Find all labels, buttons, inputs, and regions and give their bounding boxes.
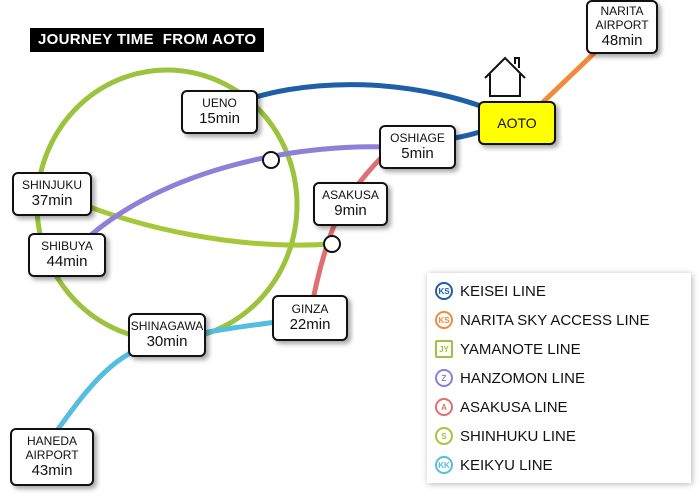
- station-ginza[interactable]: GINZA 22min: [272, 295, 348, 341]
- legend-item: Z HANZOMON LINE: [435, 367, 585, 389]
- legend-label: SHINHUKU LINE: [460, 427, 576, 445]
- station-name: UENO: [202, 96, 237, 110]
- keisei-line: [223, 82, 517, 123]
- legend-item: A ASAKUSA LINE: [435, 396, 568, 418]
- legend-item: JY YAMANOTE LINE: [435, 338, 581, 360]
- transfer-circle: [323, 235, 341, 253]
- hanzomon-line: [70, 144, 408, 255]
- legend-label: ASAKUSA LINE: [460, 398, 568, 416]
- legend-item: KK KEIKYU LINE: [435, 454, 553, 476]
- station-name: ASAKUSA: [322, 188, 379, 202]
- station-asakusa[interactable]: ASAKUSA 9min: [313, 182, 388, 226]
- legend-label: HANZOMON LINE: [460, 369, 586, 387]
- station-name: SHINJUKU: [21, 178, 82, 192]
- station-name: GINZA: [291, 302, 329, 316]
- station-name-line1: HANEDA: [26, 434, 77, 448]
- station-name-line2: AIRPORT: [25, 448, 79, 462]
- line-badge-icon: A: [435, 398, 453, 416]
- legend-label: KEISEI LINE: [460, 282, 546, 300]
- station-time: 30min: [146, 333, 188, 350]
- house-icon: [484, 56, 526, 97]
- station-time: 15min: [199, 110, 240, 127]
- line-badge-icon: KS: [435, 311, 453, 329]
- station-shinagawa[interactable]: SHINAGAWA 30min: [128, 313, 206, 357]
- station-name: SHINAGAWA: [130, 319, 204, 333]
- station-time: 22min: [289, 316, 331, 333]
- page-title: JOURNEY TIME FROM AOTO: [30, 28, 265, 52]
- station-haneda-airport[interactable]: HANEDA AIRPORT 43min: [10, 428, 94, 486]
- legend-item: S SHINHUKU LINE: [435, 425, 576, 447]
- station-oshiage[interactable]: OSHIAGE 5min: [379, 125, 456, 169]
- station-time: 48min: [601, 32, 643, 49]
- station-name: SHIBUYA: [41, 239, 93, 253]
- station-time: 37min: [31, 192, 73, 209]
- transfer-circle: [262, 151, 280, 169]
- station-time: 9min: [334, 202, 367, 219]
- station-ueno[interactable]: UENO 15min: [181, 90, 258, 134]
- station-time: 43min: [31, 462, 73, 479]
- station-shibuya[interactable]: SHIBUYA 44min: [28, 233, 106, 277]
- legend-item: KS KEISEI LINE: [435, 280, 546, 302]
- legend: KS KEISEI LINE KS NARITA SKY ACCESS LINE…: [427, 273, 691, 483]
- legend-label: NARITA SKY ACCESS LINE: [460, 311, 650, 329]
- line-badge-icon: JY: [435, 340, 453, 358]
- station-narita-airport[interactable]: NARITA AIRPORT 48min: [586, 0, 658, 54]
- station-time: 44min: [46, 253, 88, 270]
- station-name: AOTO: [497, 115, 537, 131]
- line-badge-icon: S: [435, 427, 453, 445]
- station-name-line2: AIRPORT: [595, 18, 649, 32]
- legend-label: YAMANOTE LINE: [460, 340, 581, 358]
- line-badge-icon: Z: [435, 369, 453, 387]
- station-shinjuku[interactable]: SHINJUKU 37min: [12, 172, 92, 216]
- legend-label: KEIKYU LINE: [460, 456, 553, 474]
- station-name-line1: NARITA: [600, 4, 644, 18]
- station-time: 5min: [401, 145, 434, 162]
- legend-item: KS NARITA SKY ACCESS LINE: [435, 309, 650, 331]
- station-name: OSHIAGE: [390, 131, 445, 145]
- line-badge-icon: KK: [435, 456, 453, 474]
- station-aoto[interactable]: AOTO: [478, 101, 556, 145]
- line-badge-icon: KS: [435, 282, 453, 300]
